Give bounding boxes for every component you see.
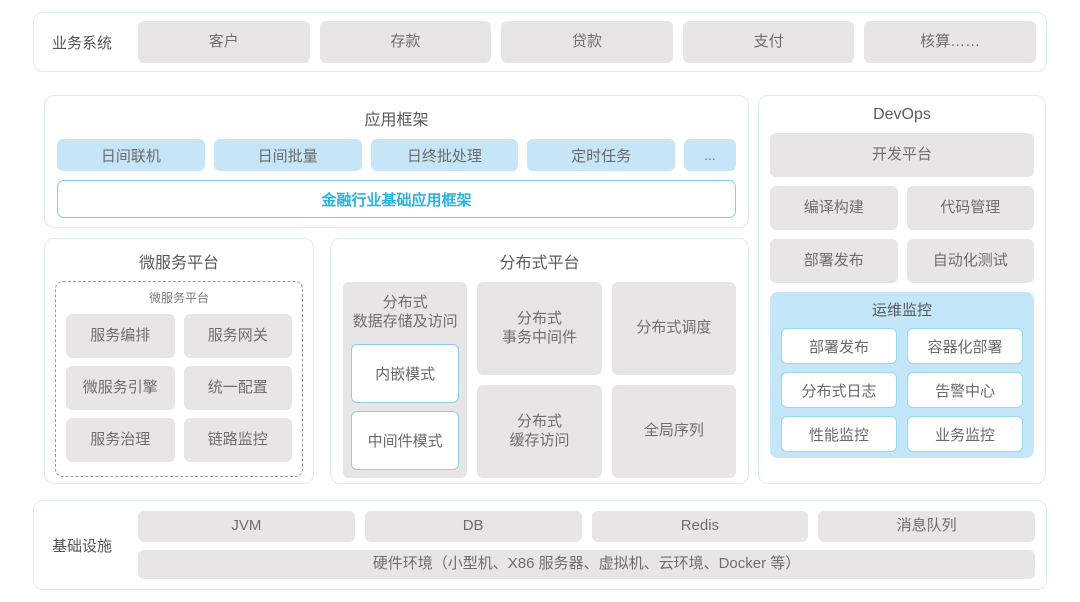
dist-chip-cache-access[interactable]: 分布式 缓存访问 bbox=[477, 385, 602, 478]
app-chip-daytime-batch[interactable]: 日间批量 bbox=[213, 139, 362, 171]
business-system-chips: 客户 存款 贷款 支付 核算…… bbox=[138, 21, 1036, 63]
micro-chip-service-gateway[interactable]: 服务网关 bbox=[183, 314, 292, 358]
dist-data-storage-line2: 数据存储及访问 bbox=[352, 313, 458, 330]
micro-chip-service-governance[interactable]: 服务治理 bbox=[66, 418, 175, 462]
devops-chip-automated-testing[interactable]: 自动化测试 bbox=[906, 239, 1034, 283]
finance-base-framework-bar[interactable]: 金融行业基础应用框架 bbox=[57, 180, 736, 218]
ops-chip-alert-center[interactable]: 告警中心 bbox=[907, 372, 1023, 408]
dist-chip-scheduling[interactable]: 分布式调度 bbox=[611, 282, 736, 375]
dist-column-3: 分布式调度 全局序列 bbox=[611, 282, 736, 478]
ops-monitoring-panel: 运维监控 部署发布 容器化部署 分布式日志 告警中心 性能监控 业务监控 bbox=[770, 292, 1034, 458]
distributed-platform-panel: 分布式平台 分布式 数据存储及访问 内嵌模式 中间件模式 分布式 事务中间件 bbox=[330, 238, 749, 484]
dist-txn-line1: 分布式 bbox=[516, 309, 562, 327]
infrastructure-chips: JVM DB Redis 消息队列 bbox=[138, 511, 1035, 542]
infra-chip-message-queue[interactable]: 消息队列 bbox=[818, 511, 1035, 542]
dist-cache-line1: 分布式 bbox=[516, 412, 562, 430]
dist-data-storage-title: 分布式 数据存储及访问 bbox=[351, 282, 459, 344]
application-framework-chips: 日间联机 日间批量 日终批处理 定时任务 ... bbox=[57, 139, 736, 171]
ops-monitoring-grid: 部署发布 容器化部署 分布式日志 告警中心 性能监控 业务监控 bbox=[781, 328, 1023, 452]
distributed-platform-title: 分布式平台 bbox=[499, 255, 580, 272]
micro-chip-microservice-engine[interactable]: 微服务引擎 bbox=[66, 366, 175, 410]
dist-data-storage-line1: 分布式 bbox=[382, 294, 428, 312]
app-chip-scheduled-task[interactable]: 定时任务 bbox=[527, 139, 675, 171]
dist-cache-line2: 缓存访问 bbox=[509, 431, 570, 449]
devops-panel: DevOps 开发平台 编译构建 代码管理 部署发布 自动化测试 运维监控 部署… bbox=[758, 95, 1046, 484]
distributed-grid: 分布式 数据存储及访问 内嵌模式 中间件模式 分布式 事务中间件 分布式 bbox=[343, 282, 736, 478]
business-chip-customer[interactable]: 客户 bbox=[138, 21, 310, 63]
ops-chip-distributed-log[interactable]: 分布式日志 bbox=[781, 372, 897, 408]
microservice-platform-title: 微服务平台 bbox=[138, 255, 219, 272]
dist-txn-line2: 事务中间件 bbox=[501, 328, 577, 346]
micro-chip-service-orchestration[interactable]: 服务编排 bbox=[66, 314, 175, 358]
business-chip-payment[interactable]: 支付 bbox=[682, 21, 855, 63]
app-chip-daytime-online[interactable]: 日间联机 bbox=[57, 139, 205, 171]
app-chip-more[interactable]: ... bbox=[684, 139, 736, 171]
ops-chip-container-deploy[interactable]: 容器化部署 bbox=[907, 328, 1023, 364]
devops-item-grid: 编译构建 代码管理 部署发布 自动化测试 bbox=[770, 186, 1034, 283]
microservice-platform-panel: 微服务平台 微服务平台 服务编排 服务网关 微服务引擎 统一配置 服务治理 链路… bbox=[44, 238, 314, 484]
business-chip-accounting[interactable]: 核算…… bbox=[864, 21, 1036, 63]
dist-column-2: 分布式 事务中间件 分布式 缓存访问 bbox=[477, 282, 602, 478]
business-system-label: 业务系统 bbox=[52, 34, 113, 52]
dist-chip-middleware-mode[interactable]: 中间件模式 bbox=[351, 411, 460, 470]
business-chip-loan[interactable]: 贷款 bbox=[501, 21, 673, 63]
application-framework-panel: 应用框架 日间联机 日间批量 日终批处理 定时任务 ... 金融行业基础应用框架 bbox=[44, 95, 749, 228]
infra-chip-jvm[interactable]: JVM bbox=[138, 511, 355, 542]
dist-data-storage-group: 分布式 数据存储及访问 内嵌模式 中间件模式 bbox=[343, 282, 468, 478]
infrastructure-content: JVM DB Redis 消息队列 硬件环境（小型机、X86 服务器、虚拟机、云… bbox=[138, 511, 1035, 579]
ops-chip-performance-monitoring[interactable]: 性能监控 bbox=[781, 416, 897, 452]
micro-chip-trace-monitoring[interactable]: 链路监控 bbox=[183, 418, 292, 462]
microservice-item-grid: 服务编排 服务网关 微服务引擎 统一配置 服务治理 链路监控 bbox=[66, 314, 292, 462]
ops-chip-business-monitoring[interactable]: 业务监控 bbox=[907, 416, 1023, 452]
microservice-inner-box: 微服务平台 服务编排 服务网关 微服务引擎 统一配置 服务治理 链路监控 bbox=[55, 281, 303, 477]
business-chip-deposit[interactable]: 存款 bbox=[319, 21, 492, 63]
infrastructure-row: 基础设施 JVM DB Redis 消息队列 硬件环境（小型机、X86 服务器、… bbox=[33, 500, 1047, 590]
application-framework-title: 应用框架 bbox=[364, 112, 429, 129]
dist-chip-transaction-middleware[interactable]: 分布式 事务中间件 bbox=[477, 282, 602, 375]
infra-chip-redis[interactable]: Redis bbox=[591, 511, 809, 542]
infra-chip-hardware-environment[interactable]: 硬件环境（小型机、X86 服务器、虚拟机、云环境、Docker 等） bbox=[138, 549, 1035, 579]
infra-chip-db[interactable]: DB bbox=[364, 511, 582, 542]
devops-chip-code-management[interactable]: 代码管理 bbox=[906, 186, 1034, 230]
infrastructure-label: 基础设施 bbox=[52, 537, 113, 555]
business-system-row: 业务系统 客户 存款 贷款 支付 核算…… bbox=[33, 12, 1047, 72]
devops-chip-compile-build[interactable]: 编译构建 bbox=[770, 186, 898, 230]
ops-chip-deploy-release[interactable]: 部署发布 bbox=[781, 328, 897, 364]
microservice-inner-title: 微服务平台 bbox=[148, 291, 209, 305]
devops-title: DevOps bbox=[873, 106, 931, 123]
ops-monitoring-title: 运维监控 bbox=[871, 302, 932, 319]
dist-chip-global-sequence[interactable]: 全局序列 bbox=[611, 385, 736, 478]
app-chip-eod-batch[interactable]: 日终批处理 bbox=[370, 139, 519, 171]
devops-chip-dev-platform[interactable]: 开发平台 bbox=[770, 133, 1034, 177]
dist-chip-embedded-mode[interactable]: 内嵌模式 bbox=[351, 344, 460, 403]
micro-chip-unified-config[interactable]: 统一配置 bbox=[183, 366, 292, 410]
devops-chip-deploy-release[interactable]: 部署发布 bbox=[770, 239, 898, 283]
